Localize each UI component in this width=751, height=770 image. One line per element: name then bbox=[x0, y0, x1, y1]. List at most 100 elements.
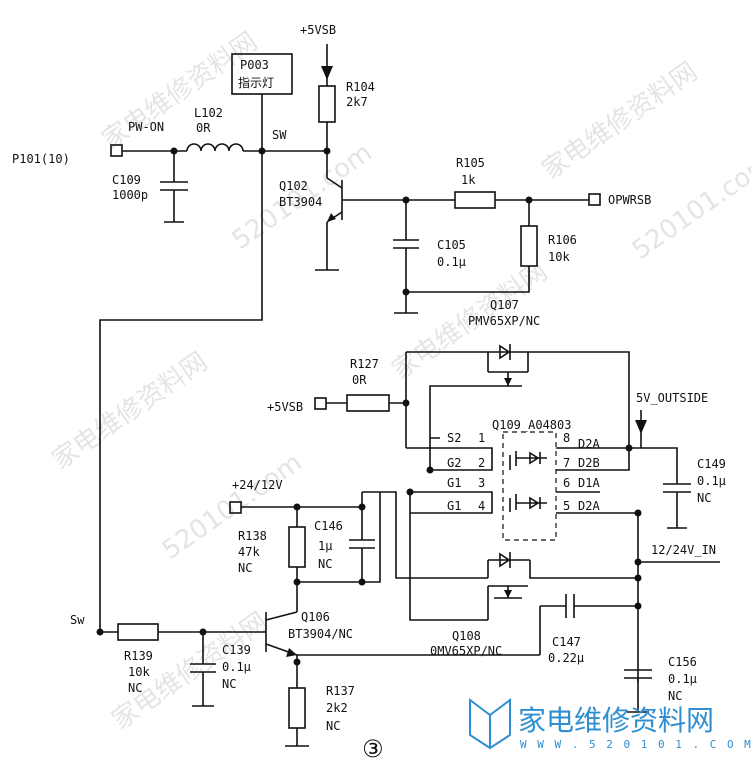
q107-name: Q107 bbox=[490, 298, 519, 312]
p003-desc: 指示灯 bbox=[238, 75, 274, 90]
watermark-text: 家电维修资料网 bbox=[537, 57, 703, 186]
pin-d1a: D1A bbox=[578, 476, 600, 490]
wire bbox=[487, 560, 638, 579]
junction-dot bbox=[402, 399, 410, 407]
junction-dot bbox=[634, 602, 642, 610]
capacitor-c105 bbox=[393, 200, 419, 313]
resistor-r127 bbox=[346, 394, 390, 412]
capacitor-c149 bbox=[629, 447, 691, 528]
r127-name: R127 bbox=[350, 357, 379, 371]
c156-name: C156 bbox=[668, 655, 697, 669]
c156-nc: NC bbox=[668, 689, 682, 703]
l102-value: 0R bbox=[196, 121, 211, 135]
pin-7: 7 bbox=[563, 456, 570, 470]
c105-value: 0.1μ bbox=[437, 255, 466, 269]
c146-value: 1μ bbox=[318, 539, 332, 553]
capacitor-c139 bbox=[190, 632, 216, 706]
r106-value: 10k bbox=[548, 250, 570, 264]
arrow-icon bbox=[504, 378, 512, 386]
r104-name: R104 bbox=[346, 80, 375, 94]
watermark-text: 家电维修资料网 bbox=[47, 347, 213, 476]
sw-left-label: Sw bbox=[70, 613, 85, 627]
resistor-r105 bbox=[454, 191, 496, 209]
c156-value: 0.1μ bbox=[668, 672, 697, 686]
q109-label: Q109_A04803 bbox=[492, 418, 571, 432]
capacitor-c156 bbox=[624, 669, 652, 712]
inductor-l102 bbox=[186, 143, 244, 152]
vsb-left-label: +5VSB bbox=[267, 400, 303, 414]
resistor-r138 bbox=[288, 526, 306, 568]
l102-name: L102 bbox=[194, 106, 223, 120]
c149-value: 0.1μ bbox=[697, 474, 726, 488]
wire bbox=[556, 491, 638, 514]
pin-g2: G2 bbox=[447, 456, 461, 470]
pin-d2b: D2B bbox=[578, 456, 600, 470]
q106-value: BT3904/NC bbox=[288, 627, 353, 641]
watermark-text: 家电维修资料网 bbox=[97, 27, 263, 156]
opwrsb-connector bbox=[588, 193, 601, 206]
junction-dot bbox=[634, 509, 642, 517]
resistor-r104 bbox=[318, 85, 336, 123]
pin-2: 2 bbox=[478, 456, 485, 470]
capacitor-c109 bbox=[160, 151, 188, 222]
capacitor-c146 bbox=[297, 492, 375, 583]
pin-5: 5 bbox=[563, 499, 570, 513]
opwrsb-label: OPWRSB bbox=[608, 193, 651, 207]
r139-value: 10k bbox=[128, 665, 150, 679]
q108-name: Q108 bbox=[452, 629, 481, 643]
wire bbox=[406, 266, 530, 293]
pin-d2a-top: D2A bbox=[578, 437, 600, 451]
r137-nc: NC bbox=[326, 719, 340, 733]
site-logo: 家电维修资料网 W W W . 5 2 0 1 0 1 . C O M bbox=[469, 698, 751, 751]
wire bbox=[409, 492, 488, 621]
resistor-r106 bbox=[520, 225, 538, 267]
pin-3: 3 bbox=[478, 476, 485, 490]
r105-name: R105 bbox=[456, 156, 485, 170]
arrow-icon bbox=[635, 420, 647, 434]
q102-value: BT3904 bbox=[279, 195, 322, 209]
c139-nc: NC bbox=[222, 677, 236, 691]
capacitor-c147 bbox=[540, 594, 638, 618]
diode-q107 bbox=[488, 344, 530, 360]
r138-value: 47k bbox=[238, 545, 260, 559]
logo-url: W W W . 5 2 0 1 0 1 . C O M bbox=[520, 738, 751, 751]
wire bbox=[556, 447, 630, 471]
pin-4: 4 bbox=[478, 499, 485, 513]
sw-top-label: SW bbox=[272, 128, 287, 142]
pw-on-label: PW-ON bbox=[128, 120, 164, 134]
r138-name: R138 bbox=[238, 529, 267, 543]
p101-label: P101(10) bbox=[12, 152, 70, 166]
c146-name: C146 bbox=[314, 519, 343, 533]
figure-number: ③ bbox=[362, 735, 384, 763]
r127-value: 0R bbox=[352, 373, 367, 387]
r137-value: 2k2 bbox=[326, 701, 348, 715]
c149-nc: NC bbox=[697, 491, 711, 505]
mosfet-q109-upper bbox=[509, 451, 547, 470]
out5v-label: 5V_OUTSIDE bbox=[636, 391, 708, 405]
v24-label: +24/12V bbox=[232, 478, 283, 492]
wire bbox=[429, 385, 494, 439]
r106-name: R106 bbox=[548, 233, 577, 247]
c109-name: C109 bbox=[112, 173, 141, 187]
pin-s2: S2 bbox=[447, 431, 461, 445]
ground bbox=[285, 728, 309, 747]
resistor-r139 bbox=[117, 623, 159, 641]
q108-value: 0MV65XP/NC bbox=[430, 644, 502, 658]
r139-nc: NC bbox=[128, 681, 142, 695]
c149-name: C149 bbox=[697, 457, 726, 471]
r139-name: R139 bbox=[124, 649, 153, 663]
pin-6: 6 bbox=[563, 476, 570, 490]
wire bbox=[487, 352, 529, 372]
q107-value: PMV65XP/NC bbox=[468, 314, 540, 328]
pin-1: 1 bbox=[478, 431, 485, 445]
q109-dashed-box bbox=[502, 431, 557, 541]
wire bbox=[362, 492, 381, 583]
arrow-icon bbox=[286, 648, 297, 657]
wire bbox=[362, 491, 488, 579]
in12-label: 12/24V_IN bbox=[651, 543, 716, 557]
wire bbox=[406, 351, 630, 448]
vsb-connector bbox=[314, 397, 327, 410]
c109-value: 1000p bbox=[112, 188, 148, 202]
junction-dot bbox=[323, 147, 331, 155]
